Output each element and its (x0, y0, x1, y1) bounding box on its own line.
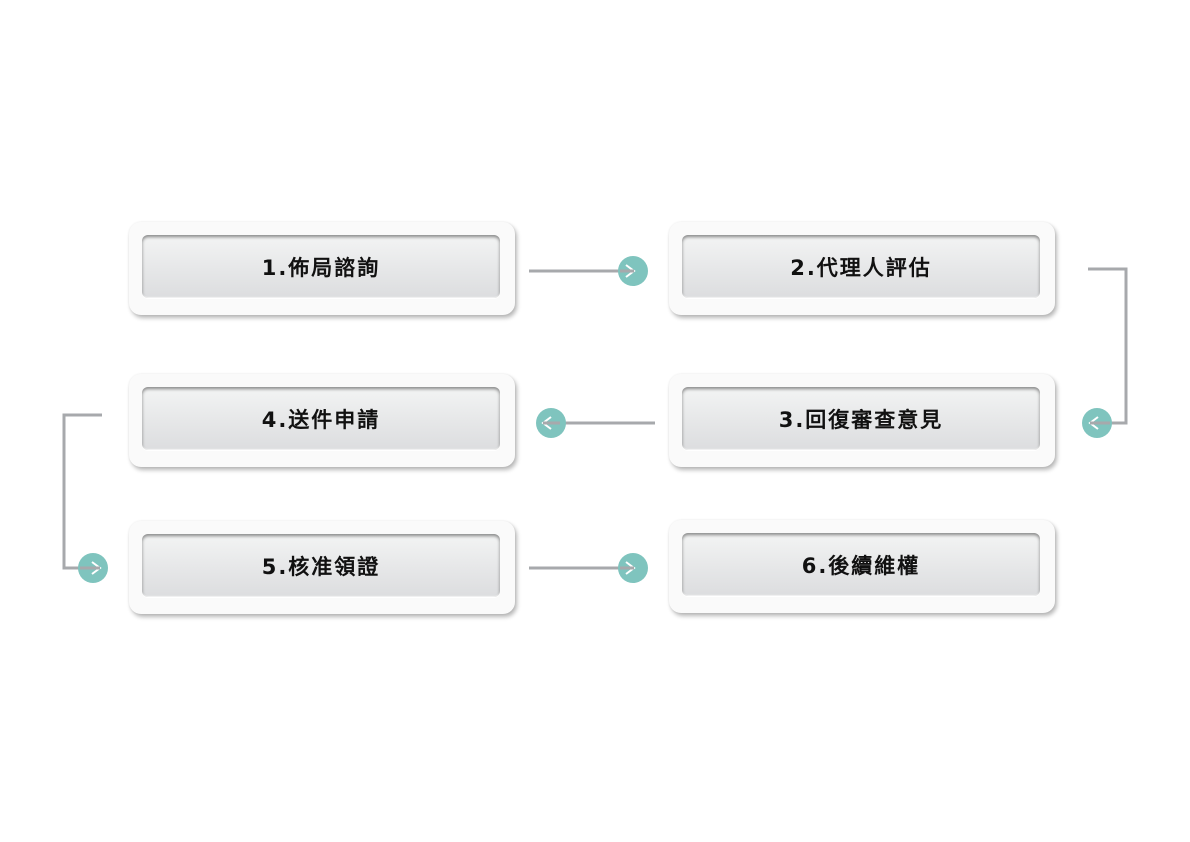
step-inner-panel: 5.核准領證 (142, 534, 500, 597)
step-label: 5.核准領證 (261, 554, 381, 579)
step-card-5: 5.核准領證 (129, 521, 515, 614)
step-card-2: 2.代理人評估 (669, 222, 1055, 315)
step-label: 3.回復審查意見 (778, 407, 944, 432)
step-card-4: 4.送件申請 (129, 374, 515, 467)
step-label: 2.代理人評估 (790, 255, 932, 280)
step-inner-panel: 3.回復審查意見 (682, 387, 1040, 450)
step-inner-panel: 2.代理人評估 (682, 235, 1040, 298)
connector-2-to-3 (1082, 267, 1128, 438)
step-inner-panel: 1.佈局諮詢 (142, 235, 500, 298)
step-inner-panel: 4.送件申請 (142, 387, 500, 450)
step-label: 4.送件申請 (261, 407, 381, 432)
step-card-3: 3.回復審查意見 (669, 374, 1055, 467)
connector-3-to-4 (536, 408, 655, 438)
step-label: 1.佈局諮詢 (261, 255, 381, 280)
connector-4-to-5 (62, 413, 108, 583)
step-label: 6.後續維權 (801, 553, 921, 578)
step-card-1: 1.佈局諮詢 (129, 222, 515, 315)
connector-5-to-6 (529, 553, 648, 583)
connector-1-to-2 (529, 256, 648, 286)
step-card-6: 6.後續維權 (669, 520, 1055, 613)
step-inner-panel: 6.後續維權 (682, 533, 1040, 596)
